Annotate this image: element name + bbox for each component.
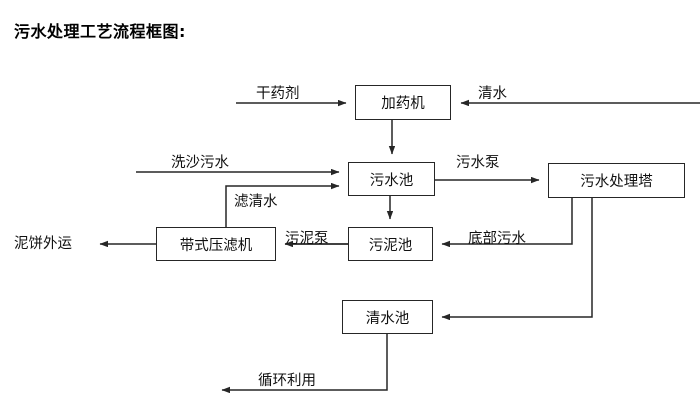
edge-label-filtered-clear-water: 滤清水: [234, 194, 278, 210]
edge-label-sewage-pump: 污水泵: [456, 155, 500, 171]
edge-label-dry-reagent: 干药剂: [256, 86, 300, 102]
edge-filter-press-to-sewage-pool: [225, 182, 340, 227]
edge-tower-to-clear-water-pool: [441, 198, 593, 321]
edge-label-clean-water: 清水: [478, 86, 507, 102]
page-title: 污水处理工艺流程框图:: [14, 22, 186, 41]
node-treatment-tower[interactable]: 污水处理塔: [548, 163, 685, 198]
node-clear-water-pool[interactable]: 清水池: [342, 300, 433, 334]
node-label: 清水池: [365, 310, 410, 327]
node-dosing-machine[interactable]: 加药机: [355, 85, 451, 120]
edge-label-recycling-reuse: 循环利用: [258, 373, 316, 389]
edge-label-sand-washing-sewage: 洗沙污水: [171, 155, 229, 171]
node-label: 带式压滤机: [179, 237, 253, 254]
node-sludge-pool[interactable]: 污泥池: [348, 227, 433, 261]
node-belt-filter-press[interactable]: 带式压滤机: [156, 227, 276, 261]
node-sewage-pool[interactable]: 污水池: [348, 162, 435, 196]
node-label: 加药机: [381, 96, 425, 112]
terminal-label-mud-cake-outbound: 泥饼外运: [14, 236, 72, 252]
edge-label-bottom-sewage: 底部污水: [468, 231, 526, 247]
edge-clear-water-pool-to-reuse: [221, 334, 388, 394]
node-label: 污泥池: [368, 237, 413, 254]
edge-label-sludge-pump: 污泥泵: [285, 231, 329, 247]
node-label: 污水池: [369, 172, 414, 189]
edge-tower-to-sludge-pool: [441, 198, 573, 248]
node-label: 污水处理塔: [580, 174, 653, 190]
